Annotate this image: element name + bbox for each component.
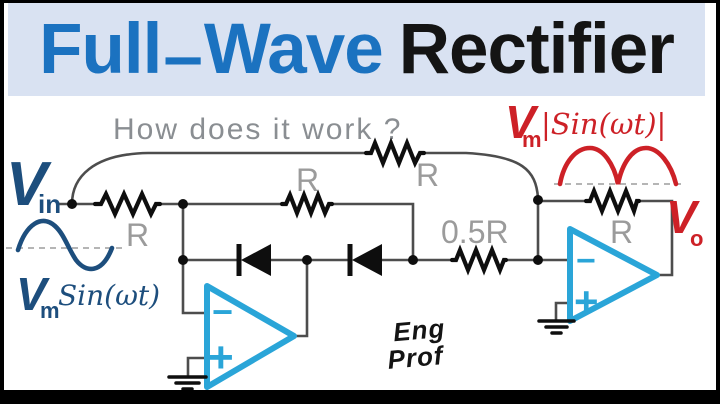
title-dash: – [163, 17, 202, 96]
vo-symbol: V [666, 191, 700, 243]
wire-opamp2-output [637, 199, 674, 277]
signature-line2: Prof [386, 340, 446, 375]
question-text: How does it work ? [113, 113, 402, 146]
output-wave-function: |Sin(ωt)| [541, 107, 666, 141]
diode1-icon [241, 244, 271, 276]
ground1-icon [167, 375, 208, 391]
input-sine-wave [15, 218, 115, 272]
resistor-middle [279, 189, 335, 219]
opamp2-inverting-label: − [576, 242, 596, 280]
ground2-icon [537, 319, 576, 335]
signature-line1: Eng [392, 313, 447, 347]
title-rectifier: Rectifier [398, 10, 675, 89]
opamp2-noninverting-label: + [574, 278, 599, 325]
resistor-input-label: R [126, 217, 149, 253]
signature: Eng Prof [386, 313, 447, 375]
junction-dot-b [178, 255, 188, 265]
letterbox-right [716, 0, 720, 404]
junction-dot-c [302, 255, 312, 265]
resistor-top [363, 137, 427, 169]
diode2-icon [352, 244, 382, 276]
letterbox-top [0, 0, 720, 3]
title-wave: Wave [203, 10, 384, 89]
resistor-half-label: 0.5R [441, 214, 509, 250]
resistor-middle-label: R [296, 162, 319, 198]
opamp2-icon [567, 226, 660, 324]
opamp1-icon [204, 283, 297, 390]
title-full: Full [39, 10, 162, 89]
resistor-feedback-label: R [610, 214, 633, 250]
opamp1-noninverting-label: + [208, 333, 234, 382]
resistor-top-label: R [416, 157, 439, 193]
wire-top-right-curve [422, 151, 540, 202]
letterbox-bottom [0, 390, 720, 404]
input-wave-subscript: m [40, 298, 60, 323]
output-rectified-wave [557, 145, 679, 187]
vo-subscript: o [690, 226, 703, 251]
resistor-feedback [583, 185, 642, 218]
letterbox-left [0, 0, 4, 404]
wire-opamp2-plus [554, 301, 571, 321]
resistor-half [449, 244, 509, 276]
input-wave-function: Sin(ωt) [58, 279, 160, 312]
vin-subscript: in [38, 189, 61, 219]
output-wave-symbol: V [505, 96, 539, 148]
wire-opamp1-output [293, 258, 309, 338]
input-wave-symbol: V [16, 268, 50, 320]
wire-inverting-input-1 [181, 202, 208, 315]
junction-dot-vin [67, 199, 77, 209]
junction-dot-a [178, 199, 188, 209]
junction-dot-e [533, 195, 543, 205]
vin-symbol: V [6, 150, 52, 219]
wire-top-left-curve [70, 151, 368, 206]
output-wave-subscript: m [522, 127, 542, 152]
wire-opamp1-plus [186, 356, 208, 377]
resistor-input [92, 188, 163, 220]
junction-dot-f [533, 255, 543, 265]
junction-dot-d [408, 255, 418, 265]
wire-main-2 [330, 202, 415, 262]
opamp1-inverting-label: − [212, 291, 233, 332]
